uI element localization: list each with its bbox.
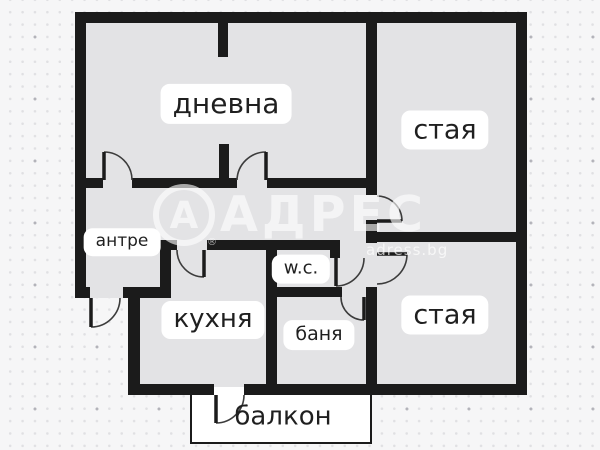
wall-antre-bottom-b xyxy=(123,287,171,298)
room-label-dnevna: дневна xyxy=(160,83,292,125)
door-arc-banya xyxy=(340,296,365,321)
wall-antre-right xyxy=(160,240,171,298)
wall-outer-bottom-left xyxy=(128,384,214,395)
wall-outer-top xyxy=(75,12,527,23)
wall-wc-bottom xyxy=(266,287,342,297)
wall-outer-right xyxy=(516,12,527,395)
room-label-balkon: балкон xyxy=(234,401,332,432)
wall-kitchen-banya-divider xyxy=(266,250,277,384)
wall-dnevna-bottom-c xyxy=(267,178,366,188)
wall-rooms-divider xyxy=(377,232,516,242)
wall-stub-top xyxy=(218,23,228,57)
door-arc-wc xyxy=(335,257,365,287)
wall-partition-right-lower xyxy=(366,287,377,384)
room-label-antre: антре xyxy=(83,228,161,256)
wall-partition-right-upper xyxy=(366,23,377,195)
wall-dnevna-bottom-b xyxy=(132,178,237,188)
room-label-kuhnya: кухня xyxy=(161,301,265,339)
wall-dnevna-bottom-a xyxy=(75,178,103,188)
wall-wc-right-stub xyxy=(330,242,340,258)
door-arc-entrance xyxy=(90,297,121,328)
room-label-staya-top: стая xyxy=(401,110,489,150)
wall-outer-bottom-right xyxy=(244,384,527,395)
wall-stub-dnevna xyxy=(219,144,229,178)
wall-kitchen-left xyxy=(128,287,140,384)
wall-corridor-bottom-b xyxy=(207,240,340,250)
door-arc-balcony xyxy=(215,394,245,424)
wall-outer-left xyxy=(75,12,86,298)
door-arc-corridor-dnevna xyxy=(236,151,267,181)
door-arc-antre-dnevna xyxy=(103,151,133,181)
door-arc-staya-top xyxy=(376,195,403,222)
wall-antre-bottom-a xyxy=(75,287,90,298)
room-label-staya-bottom: стая xyxy=(401,295,489,335)
balcony-outline xyxy=(190,387,372,444)
wall-partition-right-mid xyxy=(366,220,377,243)
room-label-banya: баня xyxy=(283,320,355,350)
door-arc-staya-bottom xyxy=(376,253,408,285)
door-arc-kitchen xyxy=(176,249,205,278)
room-label-wc: w.c. xyxy=(271,254,331,284)
